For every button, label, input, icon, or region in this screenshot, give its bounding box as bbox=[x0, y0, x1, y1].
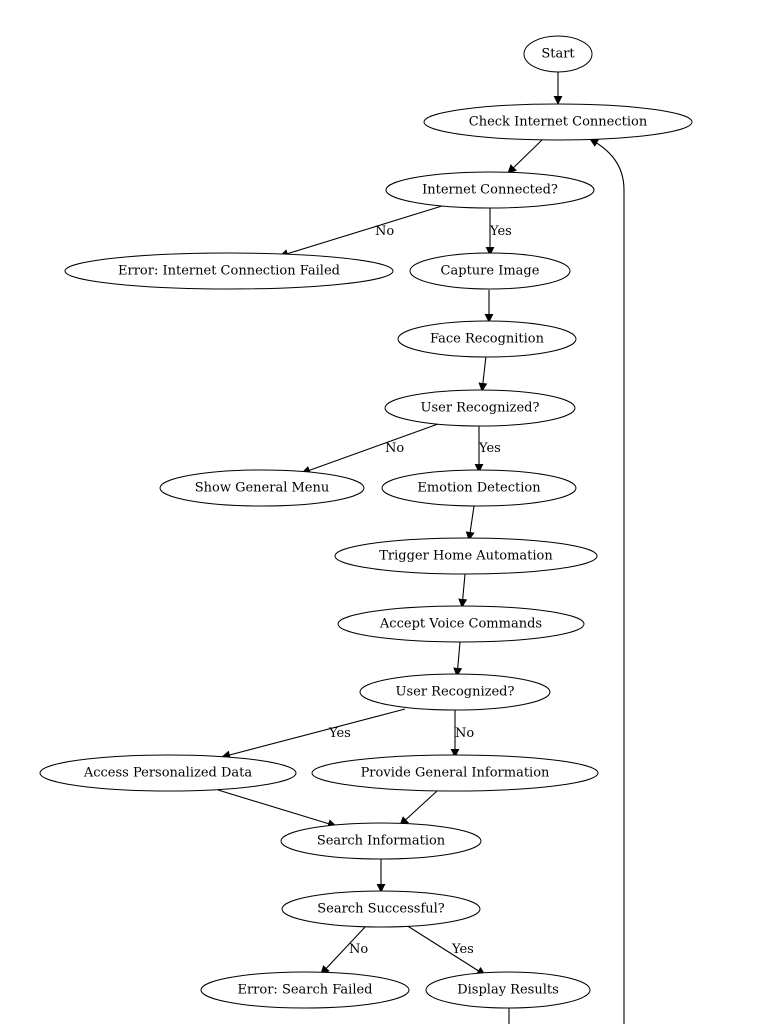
node-error-search-label: Error: Search Failed bbox=[237, 983, 372, 998]
edge-trigger-to-accept-voice bbox=[458, 573, 468, 608]
edge-label-user2-no: No bbox=[455, 726, 474, 741]
node-face-recognition: Face Recognition bbox=[397, 320, 577, 358]
node-internet-connected: Internet Connected? bbox=[385, 171, 595, 209]
node-show-general-menu-label: Show General Menu bbox=[195, 481, 330, 496]
node-face-recognition-label: Face Recognition bbox=[430, 332, 545, 347]
node-display-results-label: Display Results bbox=[457, 983, 559, 998]
node-search-information: Search Information bbox=[280, 822, 482, 860]
node-user-recognized-1-label: User Recognized? bbox=[421, 401, 540, 416]
node-display-results: Display Results bbox=[425, 971, 591, 1009]
node-accept-voice-commands: Accept Voice Commands bbox=[337, 605, 585, 643]
node-search-information-label: Search Information bbox=[317, 834, 446, 849]
node-accept-voice-commands-label: Accept Voice Commands bbox=[379, 617, 542, 632]
node-internet-connected-label: Internet Connected? bbox=[422, 183, 558, 198]
node-start-label: Start bbox=[541, 47, 575, 62]
node-provide-general-information-label: Provide General Information bbox=[361, 766, 550, 781]
node-error-search: Error: Search Failed bbox=[200, 971, 410, 1009]
node-capture-image: Capture Image bbox=[409, 252, 571, 290]
edge-label-user1-yes: Yes bbox=[478, 441, 501, 456]
edge-loop-back-to-check-internet bbox=[589, 138, 625, 1024]
edge-user-recognized-2-yes bbox=[221, 708, 406, 760]
node-search-successful: Search Successful? bbox=[281, 890, 481, 928]
edge-labels-layer: No Yes No Yes Yes No No Yes bbox=[328, 224, 512, 957]
edge-label-search-yes: Yes bbox=[451, 942, 474, 957]
node-access-personalized-data-label: Access Personalized Data bbox=[83, 766, 253, 781]
node-show-general-menu: Show General Menu bbox=[159, 469, 365, 507]
node-trigger-home-automation-label: Trigger Home Automation bbox=[379, 549, 553, 564]
edge-face-recognition-to-user-recognized-1 bbox=[478, 355, 488, 392]
node-error-internet-label: Error: Internet Connection Failed bbox=[118, 264, 340, 279]
edge-label-internet-yes: Yes bbox=[489, 224, 512, 239]
node-access-personalized-data: Access Personalized Data bbox=[39, 754, 297, 792]
edge-accept-voice-to-user-recognized-2 bbox=[453, 641, 463, 677]
node-trigger-home-automation: Trigger Home Automation bbox=[334, 537, 598, 575]
node-search-successful-label: Search Successful? bbox=[317, 902, 445, 917]
edge-user-recognized-1-no bbox=[301, 423, 439, 475]
edges-layer bbox=[217, 72, 625, 1024]
node-start: Start bbox=[523, 35, 593, 73]
edge-label-internet-no: No bbox=[375, 224, 394, 239]
node-check-internet: Check Internet Connection bbox=[423, 103, 693, 141]
node-user-recognized-2-label: User Recognized? bbox=[396, 685, 515, 700]
edge-internet-connected-no bbox=[279, 205, 443, 258]
edge-check-internet-to-internet-connected bbox=[507, 139, 543, 174]
edge-label-search-no: No bbox=[349, 942, 368, 957]
node-error-internet: Error: Internet Connection Failed bbox=[64, 252, 394, 290]
node-user-recognized-1: User Recognized? bbox=[384, 389, 576, 427]
node-emotion-detection-label: Emotion Detection bbox=[417, 481, 541, 496]
edge-search-successful-no bbox=[320, 925, 367, 975]
edge-emotion-to-trigger-home-automation bbox=[465, 505, 475, 541]
node-check-internet-label: Check Internet Connection bbox=[469, 115, 648, 130]
node-provide-general-information: Provide General Information bbox=[311, 754, 599, 792]
node-user-recognized-2: User Recognized? bbox=[359, 673, 551, 711]
node-emotion-detection: Emotion Detection bbox=[381, 469, 577, 507]
node-capture-image-label: Capture Image bbox=[441, 264, 540, 279]
edge-provide-general-to-search bbox=[399, 790, 438, 826]
nodes-layer: Start Check Internet Connection Internet… bbox=[39, 35, 693, 1009]
edge-label-user2-yes: Yes bbox=[328, 726, 351, 741]
edge-label-user1-no: No bbox=[385, 441, 404, 456]
edge-access-personalized-to-search bbox=[217, 789, 337, 828]
edge-search-successful-yes bbox=[405, 924, 486, 976]
